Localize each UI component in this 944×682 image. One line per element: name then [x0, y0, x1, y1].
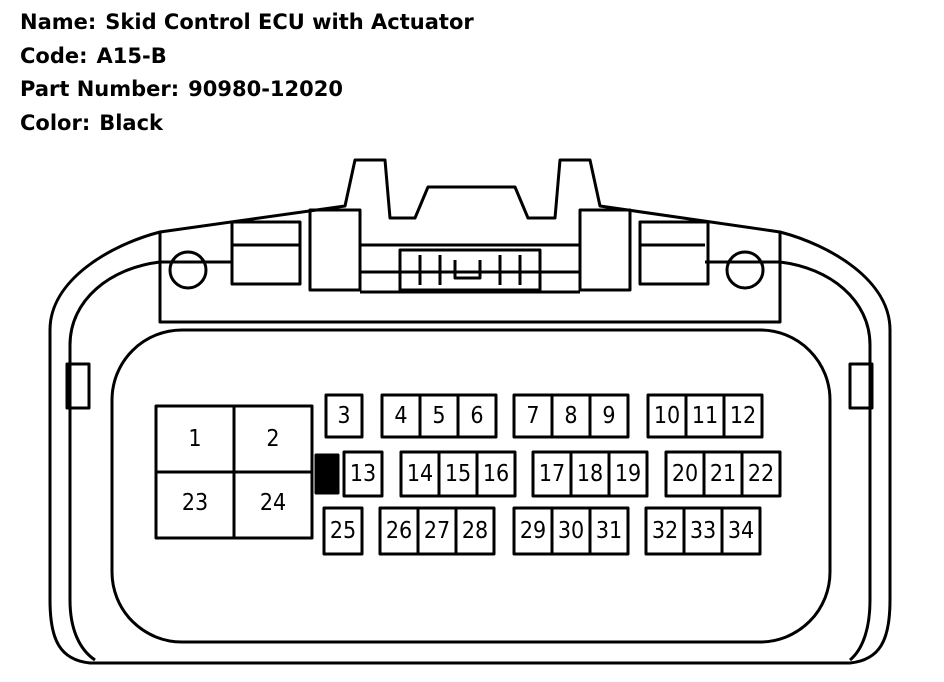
pin-label-12: 12	[730, 403, 756, 429]
code-value: A15-B	[96, 43, 167, 68]
pin-label-27: 27	[424, 518, 450, 544]
pin-cavity-24	[232, 470, 314, 540]
pin-cavity-19	[607, 450, 649, 498]
pin-label-13: 13	[350, 461, 376, 487]
pin-cavity-25	[322, 506, 364, 556]
pin-label-19: 19	[615, 461, 641, 487]
latch-bar	[158, 232, 782, 324]
lock-tab	[398, 248, 542, 292]
pin-label-28: 28	[462, 518, 488, 544]
pin-cavity-16	[475, 450, 517, 498]
side-tab-right	[848, 362, 874, 410]
pin-label-16: 16	[483, 461, 509, 487]
pin-label-21: 21	[710, 461, 736, 487]
pin-label-7: 7	[526, 403, 539, 429]
housing-outline	[48, 158, 892, 665]
name-value: Skid Control ECU with Actuator	[105, 10, 474, 34]
pin-label-6: 6	[470, 403, 483, 429]
housing-inner-rim	[68, 260, 872, 662]
pin-label-31: 31	[596, 518, 622, 544]
part-number-line: Part Number: 90980-12020	[20, 73, 474, 107]
name-label: Name:	[20, 10, 97, 34]
pin-label-17: 17	[539, 461, 565, 487]
code-label: Code:	[20, 43, 88, 68]
pin-row-bottom	[322, 506, 762, 556]
part-number-label: Part Number:	[20, 77, 180, 101]
code-line: Code: A15-B	[20, 40, 474, 74]
pin-labels: 1 2 23 24 3 4 5 6 7 8 9 10 11 12 13 14 1…	[182, 403, 774, 544]
pin-label-5: 5	[432, 403, 445, 429]
pin-label-20: 20	[672, 461, 698, 487]
pin-label-4: 4	[394, 403, 407, 429]
pin-label-26: 26	[386, 518, 412, 544]
pin-label-10: 10	[654, 403, 680, 429]
pin-cavity-12	[722, 393, 764, 439]
pin-cavity-3	[324, 393, 364, 439]
pin-cavity-13	[342, 450, 384, 498]
color-label: Color:	[20, 110, 91, 135]
guide-hole-right	[725, 250, 765, 290]
pin-label-25: 25	[330, 518, 356, 544]
pin-label-30: 30	[558, 518, 584, 544]
pin-label-23: 23	[182, 490, 208, 516]
side-tab-left	[65, 362, 91, 410]
latch-block-left	[230, 220, 302, 286]
pin-label-14: 14	[407, 461, 433, 487]
pin-label-3: 3	[337, 403, 350, 429]
pin-label-32: 32	[652, 518, 678, 544]
pin-label-18: 18	[577, 461, 603, 487]
pin-row-top	[324, 393, 764, 439]
latch-block-right-inner	[578, 208, 632, 292]
latch-rails	[360, 243, 580, 294]
polarizing-key	[314, 453, 340, 495]
pin-label-9: 9	[602, 403, 615, 429]
latch-block-left-inner	[308, 208, 362, 292]
color-value: Black	[99, 110, 164, 135]
pin-label-2: 2	[266, 426, 279, 452]
color-line: Color: Black	[20, 107, 474, 141]
pin-cavity-9	[588, 393, 630, 439]
pin-row-middle	[342, 450, 782, 498]
pin-cavity-31	[588, 506, 630, 556]
pin-cavity-6	[456, 393, 498, 439]
pin-label-15: 15	[445, 461, 471, 487]
lock-tab-slots	[418, 255, 522, 285]
pin-label-33: 33	[690, 518, 716, 544]
large-pin-block	[154, 404, 314, 540]
pin-label-22: 22	[748, 461, 774, 487]
pin-label-24: 24	[260, 490, 286, 516]
pin-label-1: 1	[188, 426, 201, 452]
pin-cavity-34	[720, 506, 762, 556]
guide-hole-left	[168, 250, 208, 290]
part-number-value: 90980-12020	[188, 77, 343, 101]
name-line: Name: Skid Control ECU with Actuator	[20, 6, 474, 40]
pin-cavity-22	[740, 450, 782, 498]
pin-label-34: 34	[728, 518, 754, 544]
connector-info: Name: Skid Control ECU with Actuator Code…	[20, 6, 474, 140]
pin-label-29: 29	[520, 518, 546, 544]
mating-face	[110, 328, 832, 644]
pin-label-8: 8	[564, 403, 577, 429]
pin-label-11: 11	[692, 403, 718, 429]
pin-cavity-28	[454, 506, 496, 556]
latch-block-right	[638, 220, 710, 286]
